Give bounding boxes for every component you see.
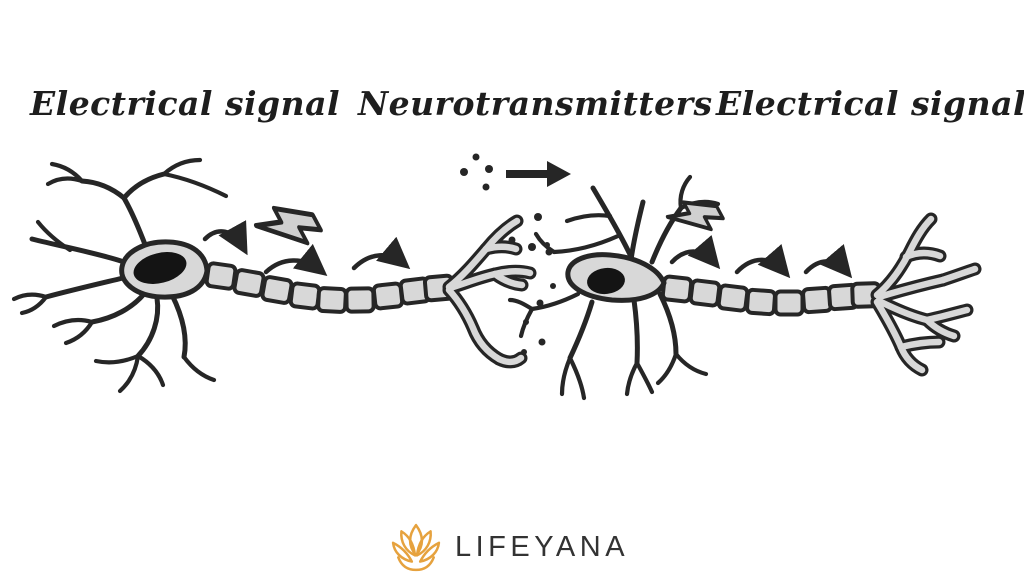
right-neuron-soma bbox=[565, 252, 667, 303]
left-neuron-soma bbox=[119, 239, 210, 300]
label-neurotransmitters: Neurotransmitters bbox=[358, 84, 713, 123]
right-neuron-nucleus bbox=[587, 267, 625, 295]
left-neuron-axon-myelin bbox=[204, 261, 456, 314]
right-neuron-dendrites bbox=[507, 174, 721, 401]
left-neuron-axon-terminals bbox=[442, 214, 537, 369]
left-neuron-dendrites bbox=[11, 157, 229, 394]
right-neuron-axon-myelin bbox=[660, 274, 882, 317]
brand-name: LIFEYANA bbox=[455, 530, 630, 563]
left-neuron bbox=[11, 157, 537, 394]
brand-logo: LIFEYANA bbox=[390, 522, 629, 572]
curved-arrow-icon bbox=[202, 220, 853, 279]
lotus-icon bbox=[391, 523, 441, 572]
right-neuron bbox=[507, 174, 982, 401]
right-arrow-icon bbox=[506, 161, 571, 187]
synapse-neurotransmitter-dots bbox=[460, 153, 556, 355]
right-neuron-axon-terminals bbox=[870, 212, 982, 377]
lightning-bolt-icon bbox=[665, 190, 725, 245]
label-electrical-signal-left: Electrical signal bbox=[30, 84, 341, 123]
label-electrical-signal-right: Electrical signal bbox=[716, 84, 1024, 123]
lightning-bolt-icon bbox=[253, 194, 323, 260]
left-neuron-nucleus bbox=[133, 252, 187, 284]
